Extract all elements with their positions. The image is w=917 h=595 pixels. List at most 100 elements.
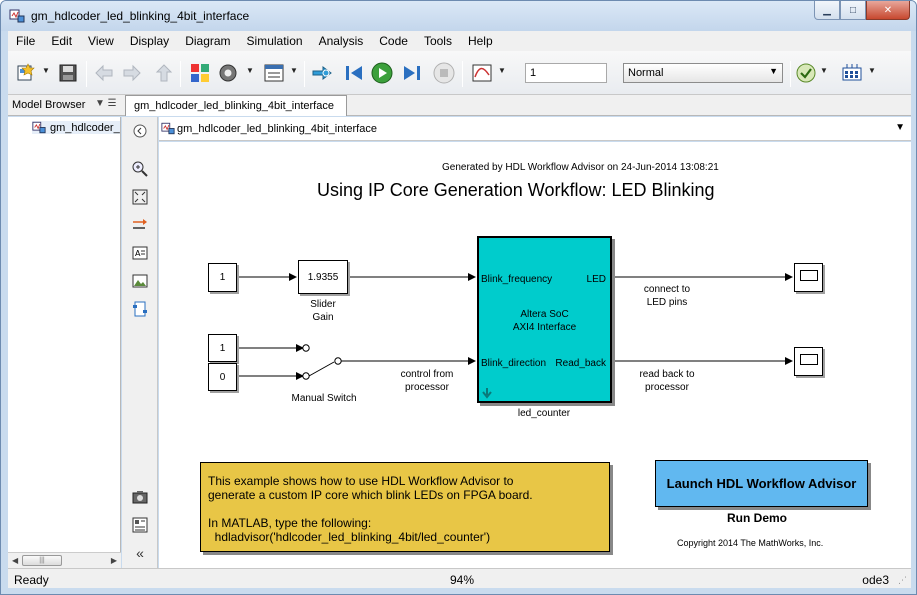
model-canvas[interactable]: Generated by HDL Workflow Advisor on 24-…	[159, 142, 911, 568]
stop-time-input[interactable]: 1	[525, 63, 607, 83]
constant-block[interactable]: 1	[208, 263, 237, 292]
model-advisor-icon[interactable]	[794, 61, 818, 85]
config-dropdown-icon[interactable]: ▼	[246, 66, 254, 75]
control-label-line2: processor	[405, 382, 449, 393]
model-config-icon[interactable]	[216, 61, 240, 85]
toolbar: ▼ ▼ ▼	[8, 51, 911, 95]
title-bar[interactable]: gm_hdlcoder_led_blinking_4bit_interface …	[1, 1, 916, 31]
scope-screen-icon	[800, 270, 818, 281]
simulation-mode-select[interactable]: Normal ▼	[623, 63, 783, 83]
address-bar[interactable]: gm_hdlcoder_led_blinking_4bit_interface …	[159, 117, 911, 141]
note-line	[208, 502, 602, 516]
explorer-dropdown-icon[interactable]: ▼	[290, 66, 298, 75]
arrow-icon[interactable]	[130, 215, 150, 235]
browser-menu-icon[interactable]: ▼ ☰	[95, 98, 117, 109]
launch-workflow-advisor-button[interactable]: Launch HDL Workflow Advisor	[655, 460, 868, 507]
scroll-left-icon[interactable]: ◀	[12, 556, 19, 565]
tab-model[interactable]: gm_hdlcoder_led_blinking_4bit_interface	[125, 95, 347, 116]
menu-tools[interactable]: Tools	[423, 34, 452, 48]
solver-name[interactable]: ode3	[862, 573, 889, 587]
led-counter-subsystem[interactable]: Blink_frequency Blink_direction LED Read…	[477, 236, 612, 403]
read-back-label: read back to processor	[627, 368, 707, 394]
model-browser-panel: gm_hdlcoder_ ◀ ||| ▶	[8, 117, 121, 568]
simulink-model-icon	[32, 121, 46, 134]
step-forward-icon[interactable]	[400, 61, 424, 85]
menu-diagram[interactable]: Diagram	[185, 34, 231, 48]
slider-gain-block[interactable]: 1.9355	[298, 260, 348, 294]
copyright-text: Copyright 2014 The MathWorks, Inc.	[677, 538, 824, 548]
scope-screen-icon	[800, 354, 818, 365]
menu-edit[interactable]: Edit	[51, 34, 73, 48]
back-icon[interactable]	[92, 61, 116, 85]
screenshot-icon[interactable]	[130, 487, 150, 507]
example-note[interactable]: This example shows how to use HDL Workfl…	[200, 462, 610, 552]
image-icon[interactable]	[130, 271, 150, 291]
model-explorer-icon[interactable]	[262, 61, 286, 85]
switch-constant-one[interactable]: 1	[208, 334, 237, 362]
subsystem-line1: Altera SoC	[520, 309, 569, 320]
zoom-icon[interactable]	[130, 159, 150, 179]
step-back-icon[interactable]	[342, 61, 366, 85]
minimize-button[interactable]: ▁	[814, 1, 840, 20]
menu-file[interactable]: File	[16, 34, 36, 48]
menu-code[interactable]: Code	[379, 34, 408, 48]
menu-help[interactable]: Help	[467, 34, 493, 48]
manual-switch-label: Manual Switch	[291, 393, 357, 404]
area-icon[interactable]	[130, 299, 150, 319]
maximize-button[interactable]: □	[840, 1, 866, 20]
toolbar-separator	[86, 61, 87, 87]
close-button[interactable]: ✕	[866, 1, 910, 20]
led-scope-block[interactable]	[794, 263, 823, 292]
menu-bar: File Edit View Display Diagram Simulatio…	[8, 31, 911, 51]
slider-gain-label-line1: Slider	[310, 299, 336, 310]
slider-gain-label-line2: Gain	[312, 312, 334, 323]
subsystem-description: Altera SoC AXI4 Interface	[479, 308, 610, 334]
scroll-thumb[interactable]: |||	[22, 555, 62, 566]
tab-strip: Model Browser ▼ ☰ gm_hdlcoder_led_blinki…	[8, 95, 911, 116]
menu-display[interactable]: Display	[129, 34, 170, 48]
stop-icon[interactable]	[432, 61, 456, 85]
build-dropdown-icon[interactable]: ▼	[868, 66, 876, 75]
annotation-icon[interactable]: A	[130, 243, 150, 263]
subsystem-name: led_counter	[517, 408, 571, 419]
resize-grip-icon[interactable]: ⋰	[898, 575, 907, 585]
browser-tree-item[interactable]: gm_hdlcoder_	[32, 121, 120, 134]
build-icon[interactable]	[840, 61, 864, 85]
switch-arm	[308, 361, 335, 377]
hide-browser-icon[interactable]	[130, 121, 150, 141]
port-read-back: Read_back	[555, 358, 606, 369]
forward-icon[interactable]	[120, 61, 144, 85]
switch-constant-zero[interactable]: 0	[208, 363, 237, 391]
new-dropdown-icon[interactable]: ▼	[42, 66, 50, 75]
advisor-dropdown-icon[interactable]: ▼	[820, 66, 828, 75]
menu-simulation[interactable]: Simulation	[246, 34, 303, 48]
subsystem-line2: AXI4 Interface	[512, 322, 577, 333]
menu-view[interactable]: View	[88, 34, 114, 48]
led-pins-label-line1: connect to	[643, 284, 691, 295]
led-pins-label-line2: LED pins	[646, 297, 688, 308]
control-label-line1: control from	[400, 369, 454, 380]
library-browser-icon[interactable]	[188, 61, 212, 85]
collapse-panel-icon[interactable]: «	[136, 545, 144, 561]
up-icon[interactable]	[152, 61, 176, 85]
subsystem-arrow-icon	[482, 388, 492, 399]
readback-scope-block[interactable]	[794, 347, 823, 376]
signal-viewer-icon[interactable]	[470, 61, 494, 85]
run-icon[interactable]	[370, 61, 394, 85]
toolbar-separator	[462, 61, 463, 87]
note-line: generate a custom IP core which blink LE…	[208, 488, 533, 502]
scroll-right-icon[interactable]: ▶	[110, 556, 117, 565]
tool-palette: A «	[122, 117, 158, 568]
update-diagram-icon[interactable]	[310, 61, 334, 85]
chevron-down-icon[interactable]: ▼	[895, 122, 905, 133]
horizontal-scrollbar[interactable]: ◀ ||| ▶	[8, 552, 121, 568]
fit-to-view-icon[interactable]	[130, 187, 150, 207]
save-icon[interactable]	[56, 61, 80, 85]
menu-analysis[interactable]: Analysis	[318, 34, 364, 48]
browser-item-label: gm_hdlcoder_	[50, 121, 120, 134]
status-text: Ready	[14, 573, 49, 587]
property-inspector-icon[interactable]	[130, 515, 150, 535]
new-model-icon[interactable]	[14, 61, 38, 85]
viewer-dropdown-icon[interactable]: ▼	[498, 66, 506, 75]
model-browser-label: Model Browser	[12, 99, 86, 111]
